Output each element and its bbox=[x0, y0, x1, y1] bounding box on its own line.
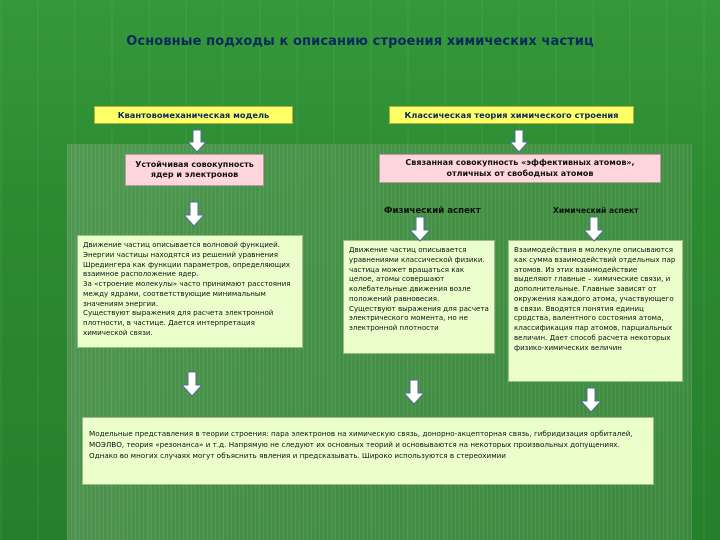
bound-set-box: Связанная совокупность «эффективных атом… bbox=[379, 154, 661, 183]
model-representations-box: Модельные представления в теории строени… bbox=[82, 417, 654, 485]
down-arrow-icon bbox=[403, 379, 425, 405]
quantum-description-box: Движение частиц описывается волновой фун… bbox=[77, 235, 303, 348]
down-arrow-icon bbox=[183, 201, 205, 227]
down-arrow-icon bbox=[187, 129, 207, 153]
physical-aspect-label: Физический аспект bbox=[384, 206, 481, 216]
chemical-aspect-label: Химический аспект bbox=[553, 206, 639, 215]
chemical-description-box: Взаимодействия в молекуле описываются ка… bbox=[508, 240, 683, 382]
quantum-model-box: Квантовомеханическая модель bbox=[94, 106, 293, 124]
stable-set-box: Устойчивая совокупность ядер и электроно… bbox=[125, 154, 264, 186]
down-arrow-icon bbox=[509, 129, 529, 153]
down-arrow-icon bbox=[181, 371, 203, 397]
classical-theory-box: Классическая теория химического строения bbox=[389, 106, 634, 124]
physical-description-box: Движение частиц описывается уравнениями … bbox=[343, 240, 495, 354]
down-arrow-icon bbox=[583, 216, 605, 242]
down-arrow-icon bbox=[409, 216, 431, 242]
down-arrow-icon bbox=[580, 387, 602, 413]
page-title: Основные подходы к описанию строения хим… bbox=[126, 34, 594, 49]
